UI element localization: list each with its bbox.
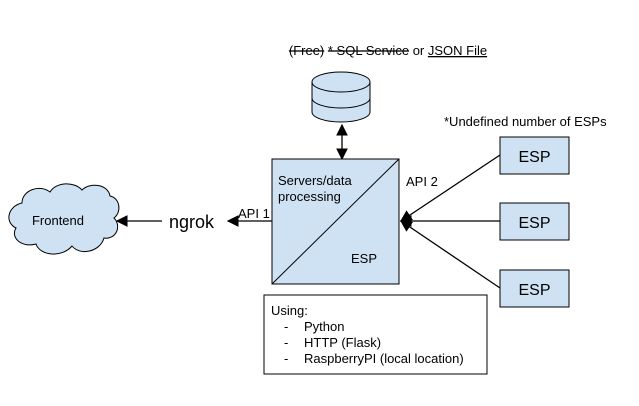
tech-stack-item: Python <box>304 319 344 334</box>
server-esp-label: ESP <box>351 251 377 266</box>
storage-label-text: (Free) * SQL Service or JSON File <box>289 43 487 58</box>
server-title-line1: Servers/data <box>278 173 352 188</box>
esp-label: ESP <box>518 282 550 299</box>
frontend-label: Frontend <box>32 213 84 228</box>
tech-stack-title: Using: <box>271 303 308 318</box>
storage-label: (Free) * SQL Service or JSON File <box>289 43 487 58</box>
tech-stack-bullet: - <box>284 351 288 366</box>
esp-count-note: *Undefined number of ESPs <box>444 114 607 129</box>
api1-label: API 1 <box>238 206 270 221</box>
esp-node: ESP <box>499 202 570 241</box>
tech-stack-bullet: - <box>284 335 288 350</box>
tech-stack-frame <box>263 294 488 375</box>
esp-box <box>499 269 570 308</box>
server-divider <box>271 158 400 285</box>
server-title-line2: processing <box>278 189 341 204</box>
ngrok-label: ngrok <box>169 212 215 232</box>
server-node: Servers/data processing ESP <box>271 158 400 285</box>
tech-stack-bullet: - <box>284 319 288 334</box>
esp-to-server-connector <box>400 220 501 289</box>
database-icon <box>311 71 371 123</box>
tech-stack-item: HTTP (Flask) <box>304 335 381 350</box>
tech-stack-item: RaspberryPI (local location) <box>304 351 464 366</box>
esp-box <box>499 202 570 241</box>
esp-label: ESP <box>518 215 550 232</box>
storage-free-label: (Free) <box>289 43 324 58</box>
storage-sql-label: * SQL Service <box>328 43 409 58</box>
esp-node: ESP <box>499 136 570 175</box>
storage-or-label: or <box>413 43 425 58</box>
cloud-icon <box>8 183 120 255</box>
esp-to-server-connector <box>400 154 501 222</box>
esp-label: ESP <box>518 149 550 166</box>
esp-node: ESP <box>499 269 570 308</box>
storage-json-label: JSON File <box>428 43 487 58</box>
esp-box <box>499 136 570 175</box>
tech-stack-box: Using: - Python - HTTP (Flask) - Raspber… <box>263 294 488 375</box>
api2-label: API 2 <box>406 174 438 189</box>
